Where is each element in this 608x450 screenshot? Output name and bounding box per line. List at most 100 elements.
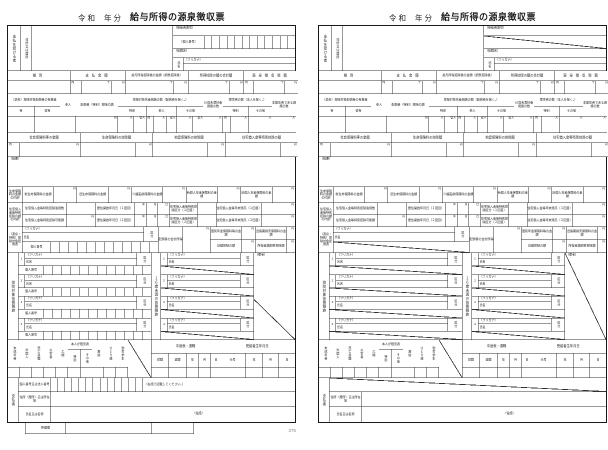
payer-name-input[interactable]: （電話） bbox=[362, 407, 606, 422]
under16-name-input[interactable]: 氏名 bbox=[167, 258, 241, 266]
housing-kubun1-value[interactable] bbox=[509, 203, 528, 215]
midyear-year-value[interactable] bbox=[186, 367, 199, 378]
under16-furigana-cell[interactable]: （フリガナ） bbox=[478, 253, 552, 259]
old-life-value[interactable]: 円 bbox=[108, 187, 132, 203]
under16-kubun-cell[interactable]: 区分 bbox=[551, 296, 565, 310]
payee-furigana-cell[interactable]: （フリガナ） bbox=[494, 58, 606, 64]
new-life-value[interactable]: 円 bbox=[365, 187, 389, 203]
old-annuity-value[interactable]: 円 bbox=[583, 187, 607, 203]
spouse-mynumber-boxes[interactable] bbox=[51, 242, 159, 253]
care-medical-value[interactable]: 円 bbox=[474, 187, 498, 203]
flag-died-value[interactable] bbox=[343, 367, 355, 378]
flag-foreigner-value[interactable] bbox=[331, 367, 343, 378]
spouse-name-input[interactable]: 氏名 bbox=[22, 233, 144, 242]
flag-single-parent-value[interactable] bbox=[415, 367, 427, 378]
other-dep-value[interactable]: 人 従人 bbox=[177, 116, 205, 133]
start2-day-cell[interactable]: 日 bbox=[469, 215, 481, 227]
social-insurance-value[interactable]: 内 円 bbox=[319, 143, 392, 157]
housing-count-value[interactable] bbox=[378, 203, 407, 215]
flag-otsu-value[interactable] bbox=[367, 367, 379, 378]
remarks-area[interactable]: （摘要） bbox=[8, 157, 295, 187]
nonresident-value[interactable]: 人 bbox=[272, 116, 296, 133]
dependent-name-input[interactable]: 氏名 bbox=[336, 323, 448, 332]
dependent-name-input[interactable]: 氏名 bbox=[336, 302, 448, 310]
type-value[interactable] bbox=[319, 81, 382, 94]
birth-day-value[interactable] bbox=[590, 367, 606, 378]
disabled-special-value[interactable]: 内 人 bbox=[223, 116, 249, 133]
remarks-side-box[interactable]: （備考） bbox=[254, 253, 295, 340]
balance2-value[interactable]: 円 bbox=[573, 215, 606, 227]
housing-count-value[interactable] bbox=[67, 203, 96, 215]
remarks-area[interactable]: （摘要） bbox=[319, 157, 606, 187]
spouse-yes-value[interactable] bbox=[319, 116, 346, 133]
payer-number-boxes[interactable] bbox=[51, 378, 143, 392]
dependent-furigana-cell[interactable]: （フリガナ） bbox=[336, 296, 448, 302]
old-life-value[interactable]: 円 bbox=[419, 187, 443, 203]
hire-value[interactable] bbox=[151, 367, 169, 378]
spouse-furigana-cell[interactable]: （フリガナ） bbox=[22, 227, 144, 233]
dependent-furigana-cell[interactable]: （フリガナ） bbox=[336, 318, 448, 324]
total-deductions-value[interactable]: 千 円 bbox=[188, 81, 244, 94]
flag-died-value[interactable] bbox=[32, 367, 44, 378]
housing-kubun2-value[interactable] bbox=[509, 215, 528, 227]
balance1-value[interactable]: 円 bbox=[262, 203, 295, 215]
spouse-elderly-value[interactable] bbox=[371, 116, 387, 133]
nonresident-value[interactable]: 人 bbox=[583, 116, 607, 133]
earthquake-insurance-value[interactable]: 円 bbox=[153, 143, 226, 157]
dependent-kubun-cell[interactable]: 区分 bbox=[448, 296, 463, 310]
new-life-value[interactable]: 円 bbox=[54, 187, 78, 203]
balance1-value[interactable]: 円 bbox=[573, 203, 606, 215]
housing-possible-value[interactable]: 円 bbox=[67, 215, 96, 227]
payer-name-input[interactable]: （電話） bbox=[51, 407, 295, 422]
life-insurance-value[interactable]: 円 bbox=[80, 143, 153, 157]
recipient-number-cell[interactable]: （受給者番号） bbox=[173, 26, 295, 36]
specified-value[interactable]: 人 従人 bbox=[429, 116, 458, 133]
under16-kubun-cell[interactable]: 区分 bbox=[551, 318, 565, 332]
dependent-kubun-cell[interactable]: 区分 bbox=[448, 253, 463, 266]
dependent-name-input[interactable]: 氏名 bbox=[336, 280, 448, 288]
dependent-name-input[interactable]: 氏名 bbox=[336, 258, 448, 266]
start1-month-cell[interactable]: 月 bbox=[146, 203, 158, 215]
spouse-income-value[interactable]: 円 bbox=[183, 227, 211, 253]
spouse-yes-value[interactable] bbox=[8, 116, 35, 133]
hire-value[interactable] bbox=[462, 367, 480, 378]
pension-value[interactable]: 円 bbox=[553, 227, 567, 240]
spouse-deduction-value[interactable]: 円 bbox=[387, 116, 429, 133]
under16-name-input[interactable]: 氏名 bbox=[478, 302, 552, 310]
office-use-cell-1[interactable] bbox=[66, 423, 152, 434]
under16-name-input[interactable]: 氏名 bbox=[478, 258, 552, 266]
payee-address-input[interactable] bbox=[343, 26, 484, 71]
under16-name-input[interactable]: 氏名 bbox=[167, 280, 241, 288]
start1-day-cell[interactable]: 日 bbox=[158, 203, 170, 215]
new-annuity-value[interactable]: 円 bbox=[217, 187, 241, 203]
flag-student-value[interactable] bbox=[427, 367, 439, 378]
housing-deduction-value[interactable]: 円 bbox=[225, 143, 298, 157]
payer-address-input[interactable] bbox=[51, 392, 295, 407]
dependent-name-input[interactable]: 氏名 bbox=[25, 302, 137, 310]
elderly-dep-value[interactable]: 内 人 従人 bbox=[146, 116, 177, 133]
birth-year-value[interactable] bbox=[246, 367, 263, 378]
flag-minor-value[interactable] bbox=[8, 367, 20, 378]
dependent-mynumber-boxes[interactable] bbox=[44, 266, 152, 275]
housing-possible-value[interactable]: 円 bbox=[378, 215, 407, 227]
dependent-furigana-cell[interactable]: （フリガナ） bbox=[25, 253, 137, 259]
flag-otsu-value[interactable] bbox=[56, 367, 68, 378]
dependent-mynumber-boxes[interactable] bbox=[44, 287, 152, 297]
payee-name-input[interactable] bbox=[494, 63, 606, 71]
dependent-kubun-cell[interactable]: 区分 bbox=[137, 296, 152, 310]
under16-furigana-cell[interactable]: （フリガナ） bbox=[167, 253, 241, 259]
dependent-kubun-cell[interactable]: 区分 bbox=[137, 253, 152, 266]
start1-year-cell[interactable]: 年 bbox=[135, 203, 147, 215]
start2-year-cell[interactable]: 年 bbox=[446, 215, 458, 227]
housing-kubun2-value[interactable] bbox=[198, 215, 217, 227]
dependent-mynumber-boxes[interactable] bbox=[44, 309, 152, 319]
dependent-kubun-cell[interactable]: 区分 bbox=[137, 318, 152, 332]
under16-name-input[interactable]: 氏名 bbox=[167, 302, 241, 310]
income-adjust-value[interactable]: 円 bbox=[287, 240, 295, 253]
specified-value[interactable]: 人 従人 bbox=[118, 116, 147, 133]
dependent-kubun-cell[interactable]: 区分 bbox=[448, 318, 463, 332]
gengo-value[interactable] bbox=[219, 367, 246, 378]
under16-furigana-cell[interactable]: （フリガナ） bbox=[167, 274, 241, 281]
pension-value[interactable]: 円 bbox=[242, 227, 256, 240]
flag-single-parent-value[interactable] bbox=[104, 367, 116, 378]
